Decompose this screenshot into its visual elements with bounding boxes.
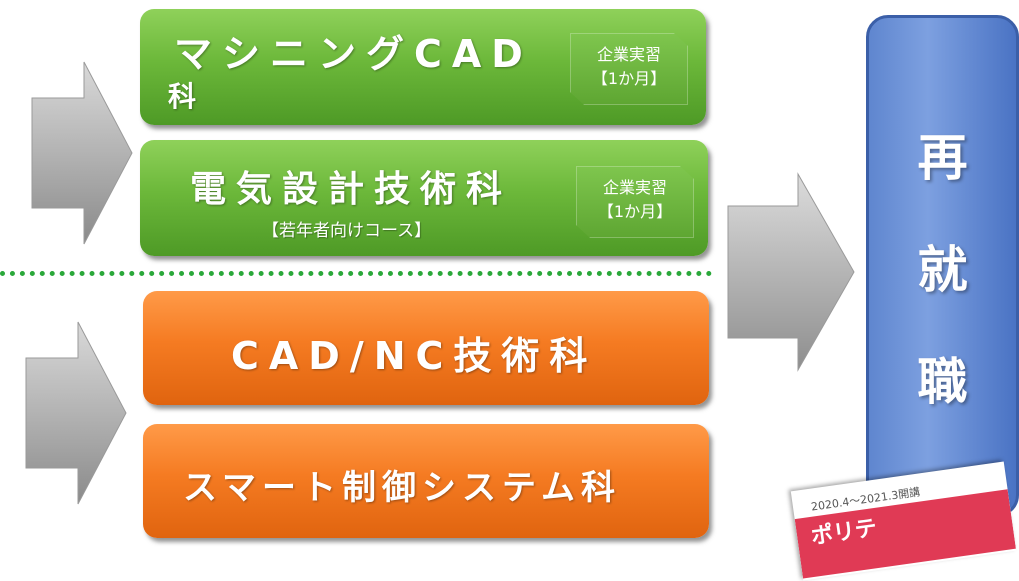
course-title: スマート制御システム科 [183, 468, 621, 508]
arrow-bottom-left [25, 321, 127, 505]
outcome-reemployment-box: 再 就 職 [866, 15, 1019, 517]
internship-tag-duration: 【1か月】 [597, 202, 673, 221]
internship-tag: 企業実習 【1か月】 [570, 33, 688, 105]
course-box-electrical-design: 電気設計技術科 【若年者向けコース】 企業実習 【1か月】 [140, 140, 708, 256]
internship-tag-duration: 【1か月】 [591, 69, 667, 88]
group-divider [0, 271, 712, 276]
arrow-to-outcome [727, 172, 855, 372]
course-title: CAD/NC技術科 [231, 334, 598, 378]
course-box-smart-control: スマート制御システム科 [143, 424, 709, 538]
course-box-cad-nc: CAD/NC技術科 [143, 291, 709, 405]
outcome-char-1: 再 [917, 129, 968, 187]
brochure-image: 2020.4～2021.3開講 ポリテ [790, 461, 1017, 581]
outcome-char-2: 就 [917, 241, 968, 299]
outcome-char-3: 職 [917, 353, 968, 411]
course-title: 電気設計技術科 [190, 169, 513, 210]
course-title-continued: 科 [168, 80, 207, 113]
internship-tag: 企業実習 【1か月】 [576, 166, 694, 238]
arrow-top-left [31, 61, 133, 245]
internship-tag-label: 企業実習 [596, 45, 661, 64]
course-subtitle: 【若年者向けコース】 [262, 221, 432, 241]
internship-tag-label: 企業実習 [602, 178, 667, 197]
course-title: マシニングCAD [174, 32, 533, 76]
course-box-machining-cad: マシニングCAD 科 企業実習 【1か月】 [140, 9, 706, 125]
